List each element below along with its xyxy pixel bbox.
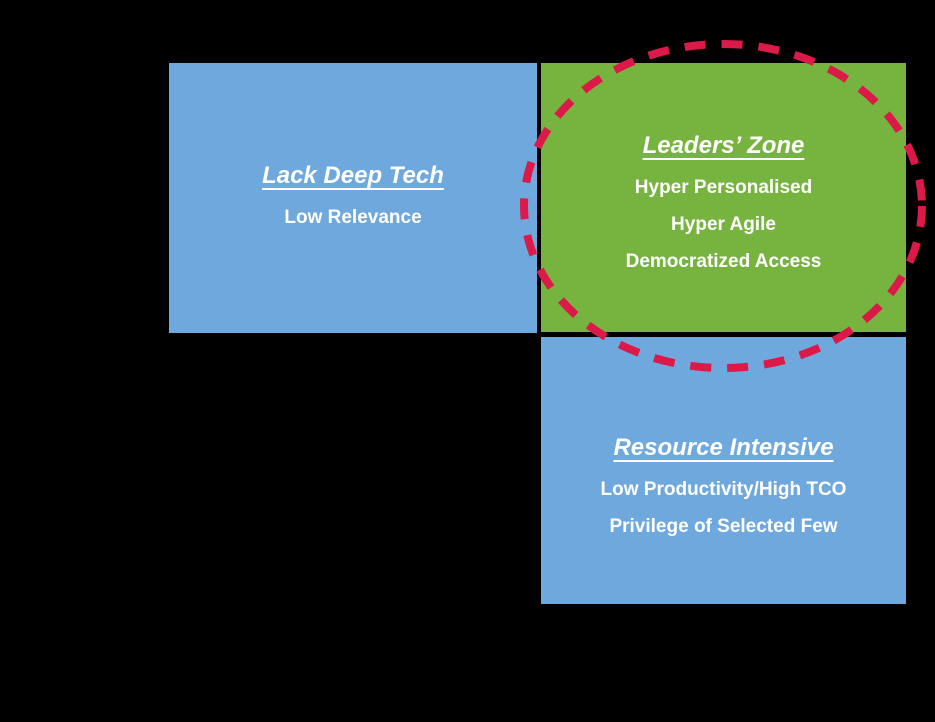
quadrant-line: Democratized Access <box>625 251 822 272</box>
quadrant-line: Low Relevance <box>284 206 422 228</box>
quadrant-title: Lack Deep Tech <box>262 161 444 189</box>
quadrant-leaders-zone: Leaders’ Zone Hyper Personalised Hyper A… <box>540 62 907 333</box>
quadrant-title: Resource Intensive <box>613 433 834 461</box>
quadrant-resource-intensive: Resource Intensive Low Productivity/High… <box>540 336 907 605</box>
quadrant-line: Hyper Agile <box>671 214 776 235</box>
quadrant-line: Hyper Personalised <box>634 177 813 198</box>
quadrant-line: Low Productivity/High TCO <box>600 478 847 500</box>
quadrant-lack-deep-tech: Lack Deep Tech Low Relevance <box>168 62 538 334</box>
quadrant-title: Leaders’ Zone <box>642 132 805 159</box>
quadrant-line: Privilege of Selected Few <box>609 515 838 537</box>
